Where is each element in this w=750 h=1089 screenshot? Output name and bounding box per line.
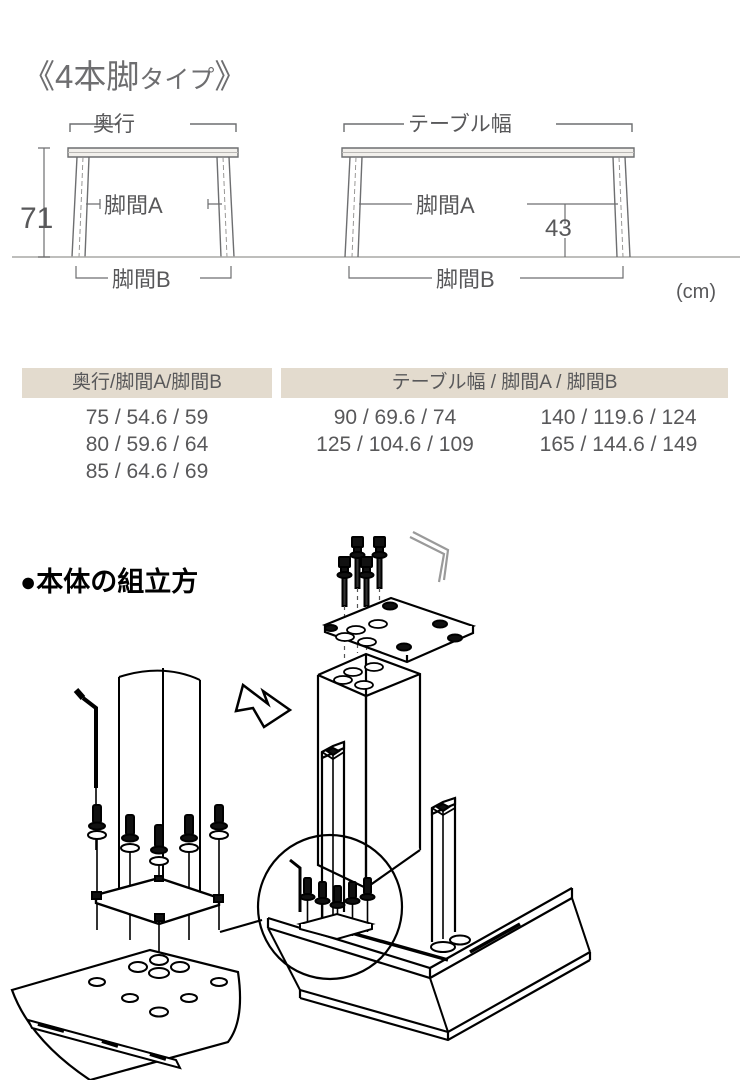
two-leg-tabletop-assembly [219, 740, 592, 1042]
height-71-label: 71 [20, 202, 53, 235]
single-leg-attachment [10, 668, 242, 1080]
title-suffix: タイプ [139, 66, 215, 94]
depth-label: 奥行 [93, 113, 135, 136]
unit-label: (cm) [676, 281, 716, 303]
specification-diagram: 奥行 71 脚間A 脚間B テーブル幅 脚間A 脚間B 43 (cm) [0, 100, 750, 350]
table-row: 80 / 59.6 / 64 [85, 433, 209, 456]
clearance-43-label: 43 [545, 215, 572, 242]
table-cell: 90 / 69.6 / 74 [333, 406, 457, 429]
title-close-bracket: 》 [214, 58, 248, 95]
leg-span-a-label-right: 脚間A [416, 193, 475, 218]
assembly-section-heading: ●本体の組立方 [20, 567, 199, 597]
title-main: 4本脚 [55, 58, 140, 95]
depth-table-header: 奥行/脚間A/脚間B [22, 368, 272, 398]
width-table-header: テーブル幅 / 脚間A / 脚間B [281, 368, 728, 398]
width-table-body: 90 / 69.6 / 74 140 / 119.6 / 124 125 / 1… [281, 398, 728, 458]
table-cell: 165 / 144.6 / 149 [539, 433, 698, 456]
table-row: 75 / 54.6 / 59 [85, 406, 209, 429]
page-title: 《4本脚タイプ》 [22, 50, 247, 98]
leg-span-b-label-right: 脚間B [436, 267, 495, 292]
leg-span-b-label-left: 脚間B [112, 267, 171, 292]
table-cell: 140 / 119.6 / 124 [540, 406, 697, 429]
table-cell: 125 / 104.6 / 109 [316, 433, 474, 456]
title-open-bracket: 《 [22, 58, 55, 95]
depth-spec-table: 奥行/脚間A/脚間B 75 / 54.6 / 59 80 / 59.6 / 64… [22, 368, 272, 485]
leg-mounting-plate-detail [316, 531, 477, 890]
assembly-illustrations [0, 520, 750, 1080]
table-row: 90 / 69.6 / 74 140 / 119.6 / 124 [281, 404, 728, 431]
width-spec-table: テーブル幅 / 脚間A / 脚間B 90 / 69.6 / 74 140 / 1… [281, 368, 728, 458]
table-row: 85 / 64.6 / 69 [85, 460, 209, 483]
table-row: 125 / 104.6 / 109 165 / 144.6 / 149 [281, 431, 728, 458]
zoom-callout-arrow [234, 682, 293, 729]
leg-span-a-label-left: 脚間A [104, 193, 163, 218]
depth-table-body: 75 / 54.6 / 59 80 / 59.6 / 64 85 / 64.6 … [22, 398, 272, 485]
spec-tables: 奥行/脚間A/脚間B 75 / 54.6 / 59 80 / 59.6 / 64… [0, 368, 750, 508]
table-width-label: テーブル幅 [408, 113, 512, 136]
